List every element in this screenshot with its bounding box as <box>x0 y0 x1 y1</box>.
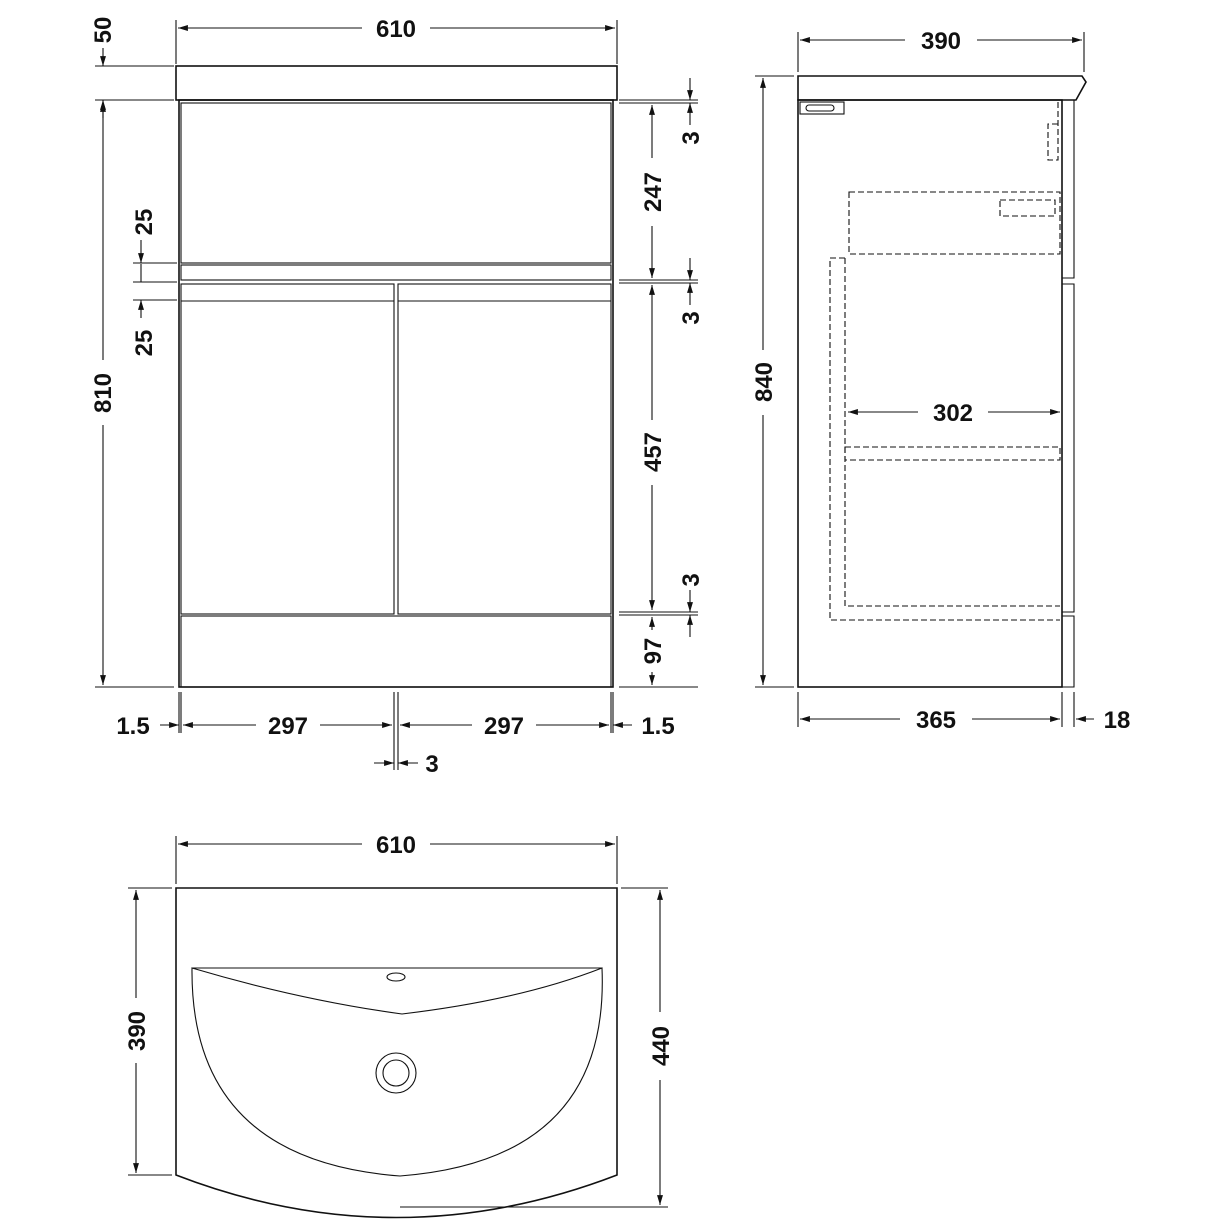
dim-rail-b: 25 <box>131 330 158 357</box>
dim-gap-bottom: 3 <box>678 573 705 586</box>
dim-side-top-depth: 390 <box>921 28 961 55</box>
top-bowl <box>191 967 603 1177</box>
waste-outer-icon <box>375 1052 417 1094</box>
front-view: 610 50 810 25 25 3 2 <box>90 16 705 778</box>
front-carcass <box>178 99 614 688</box>
waste-inner-icon <box>382 1059 410 1087</box>
front-door-left <box>180 283 395 615</box>
dim-internal-depth: 302 <box>933 400 973 427</box>
dim-gap-middle: 3 <box>678 311 705 324</box>
dim-margin-right: 1.5 <box>641 713 674 740</box>
side-overflow-slot <box>805 104 835 112</box>
dim-side-height: 840 <box>751 362 778 402</box>
front-worktop <box>175 65 618 101</box>
side-door-lower <box>1062 283 1075 613</box>
dim-upper-panel: 247 <box>640 172 667 212</box>
dim-top-width: 610 <box>376 832 416 859</box>
side-shelf-hidden <box>844 446 1061 461</box>
side-overflow <box>799 101 845 115</box>
side-internal-box <box>829 257 1060 621</box>
dim-top-depth-center: 440 <box>648 1026 675 1066</box>
top-view: 610 390 440 <box>124 832 675 1219</box>
front-upper-panel <box>180 102 612 264</box>
dim-door-width-right: 297 <box>484 713 524 740</box>
side-internal-box-inner <box>844 258 1060 607</box>
side-drawer-hidden <box>848 191 1061 255</box>
dim-worktop-height: 50 <box>90 17 117 44</box>
side-door-upper <box>1062 99 1075 279</box>
side-carcass <box>797 99 1063 688</box>
dim-top-depth-side: 390 <box>124 1011 151 1051</box>
side-view: 302 390 840 365 18 <box>751 28 1130 734</box>
dim-plinth: 97 <box>640 638 667 665</box>
front-plinth <box>180 615 612 688</box>
dim-carcass-depth: 365 <box>916 707 956 734</box>
dim-door-gap: 3 <box>425 751 438 778</box>
dim-front-width: 610 <box>376 16 416 43</box>
top-basin-outline <box>175 887 618 1219</box>
front-door-right <box>397 283 612 615</box>
side-trap-hidden <box>1047 102 1059 161</box>
dim-door-thickness: 18 <box>1104 707 1131 734</box>
dim-door-height: 457 <box>640 432 667 472</box>
dim-rail-a: 25 <box>131 209 158 236</box>
dim-front-height: 810 <box>90 373 117 413</box>
dim-margin-left: 1.5 <box>116 713 149 740</box>
front-rail-top <box>180 264 612 281</box>
side-plinth-edge <box>1062 615 1075 688</box>
side-drawer-handle-hidden <box>999 199 1056 217</box>
dim-gap-top: 3 <box>678 131 705 144</box>
tap-hole-icon <box>386 972 406 982</box>
side-worktop <box>797 75 1087 101</box>
dim-door-width-left: 297 <box>268 713 308 740</box>
